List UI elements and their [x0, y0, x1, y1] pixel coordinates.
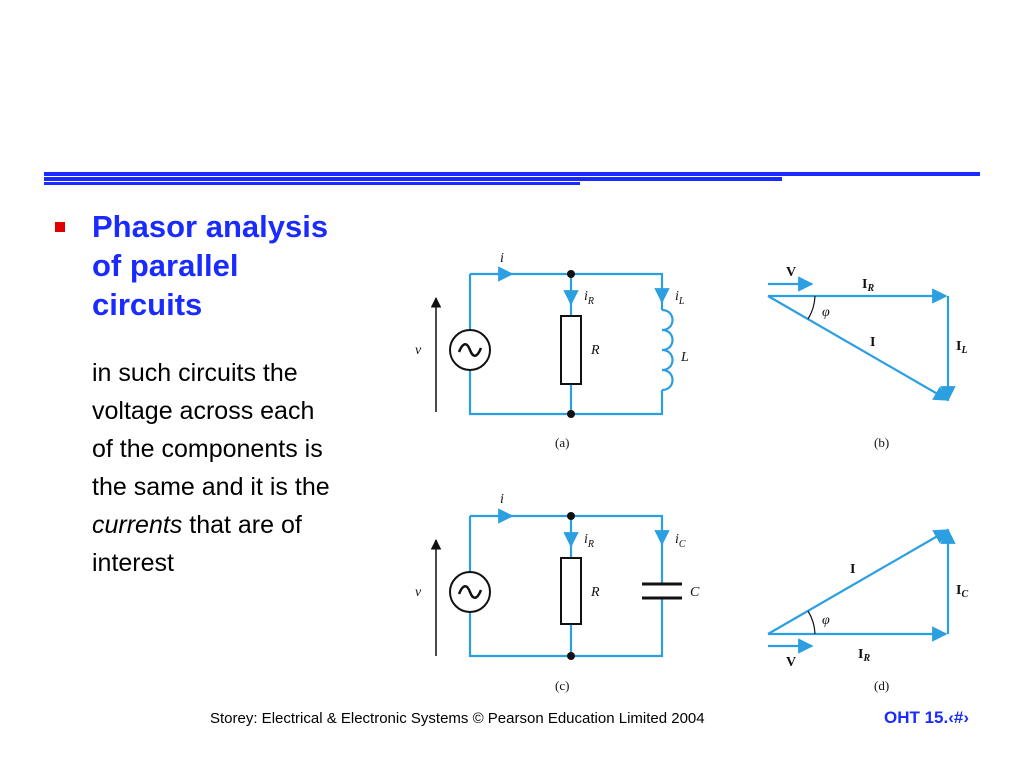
body-line: currents that are of: [92, 506, 402, 544]
bullet-marker: [55, 222, 65, 232]
caption-b: (b): [874, 435, 889, 450]
label-r-c: R: [590, 585, 600, 600]
label-v-b: V: [786, 265, 796, 280]
source-c-symbol: [457, 585, 483, 599]
label-ir-d-main: I: [858, 647, 863, 662]
body-line: in such circuits the: [92, 359, 298, 387]
label-ir-d: IR: [858, 647, 870, 664]
label-v-a: v: [415, 343, 422, 358]
label-c-c: C: [690, 585, 700, 600]
body-line: the same and it is the: [92, 473, 330, 501]
label-l-a: L: [680, 350, 689, 365]
slide-heading: Phasor analysis of parallel circuits: [92, 207, 392, 324]
heading-line: circuits: [92, 287, 203, 322]
caption-c: (c): [555, 678, 569, 693]
phasor-b-i: [767, 295, 950, 401]
body-line-rest: that are of: [182, 511, 302, 539]
label-ic-d-sub: C: [961, 589, 968, 600]
label-ir-b-main: I: [862, 277, 867, 292]
body-line: voltage across each: [92, 397, 315, 425]
phasor-b: [767, 276, 956, 402]
emphasis-currents: currents: [92, 511, 183, 539]
header-rule-top: [44, 172, 980, 176]
node-a-bottom: [567, 410, 575, 418]
label-i-c: i: [500, 492, 504, 507]
label-phi-d: φ: [822, 613, 830, 628]
inductor-a: [661, 308, 674, 392]
resistor-a: [560, 315, 582, 385]
label-ic-d-main: I: [956, 583, 961, 598]
capacitor-c: [642, 582, 682, 600]
label-il-a-main: i: [675, 289, 679, 304]
label-v-d: V: [786, 655, 796, 670]
label-ir-c-main: i: [584, 532, 588, 547]
label-v-c: v: [415, 585, 422, 600]
circuit-a: [430, 266, 674, 416]
label-ic-d: IC: [956, 583, 968, 600]
slide-body: in such circuits the voltage across each…: [92, 354, 402, 582]
label-il-b-sub: L: [960, 345, 967, 356]
node-c-top: [567, 512, 575, 520]
label-il-a: iL: [675, 289, 685, 307]
source-a-symbol: [457, 343, 483, 357]
resistor-c: [560, 557, 582, 625]
header-rule-mid: [44, 177, 782, 181]
heading-line: Phasor analysis: [92, 209, 329, 244]
label-i-b: I: [870, 335, 875, 350]
label-phi-b: φ: [822, 305, 830, 320]
label-ir-b-sub: R: [866, 283, 874, 294]
label-ic-c-main: i: [675, 532, 679, 547]
label-i-d: I: [850, 562, 855, 577]
body-line: interest: [92, 549, 174, 577]
label-i-a: i: [500, 251, 504, 266]
label-il-b: IL: [956, 339, 968, 356]
label-ir-b: IR: [862, 277, 874, 294]
caption-d: (d): [874, 678, 889, 693]
footer-citation: Storey: Electrical & Electronic Systems …: [210, 710, 705, 727]
body-line: of the components is: [92, 435, 323, 463]
header-rule-low: [44, 182, 580, 185]
label-ir-a-sub: R: [587, 296, 594, 307]
heading-line: of parallel: [92, 248, 239, 283]
label-ir-a: iR: [584, 289, 594, 307]
caption-a: (a): [555, 435, 569, 450]
phasor-d: [767, 528, 956, 654]
slide-number: OHT 15.‹#›: [884, 708, 970, 727]
node-a-top: [567, 270, 575, 278]
phasor-b-angle: [807, 295, 816, 320]
label-ir-a-main: i: [584, 289, 588, 304]
node-c-bottom: [567, 652, 575, 660]
label-ic-c: iC: [675, 532, 686, 550]
label-ic-c-sub: C: [679, 539, 686, 550]
label-il-b-main: I: [956, 339, 961, 354]
label-r-a: R: [590, 343, 600, 358]
label-ir-c: iR: [584, 532, 594, 550]
label-ir-d-sub: R: [862, 653, 870, 664]
phasor-d-angle: [807, 610, 816, 635]
circuit-c: [430, 508, 682, 658]
phasor-d-i: [767, 529, 950, 635]
label-ir-c-sub: R: [587, 539, 594, 550]
label-il-a-sub: L: [678, 296, 685, 307]
